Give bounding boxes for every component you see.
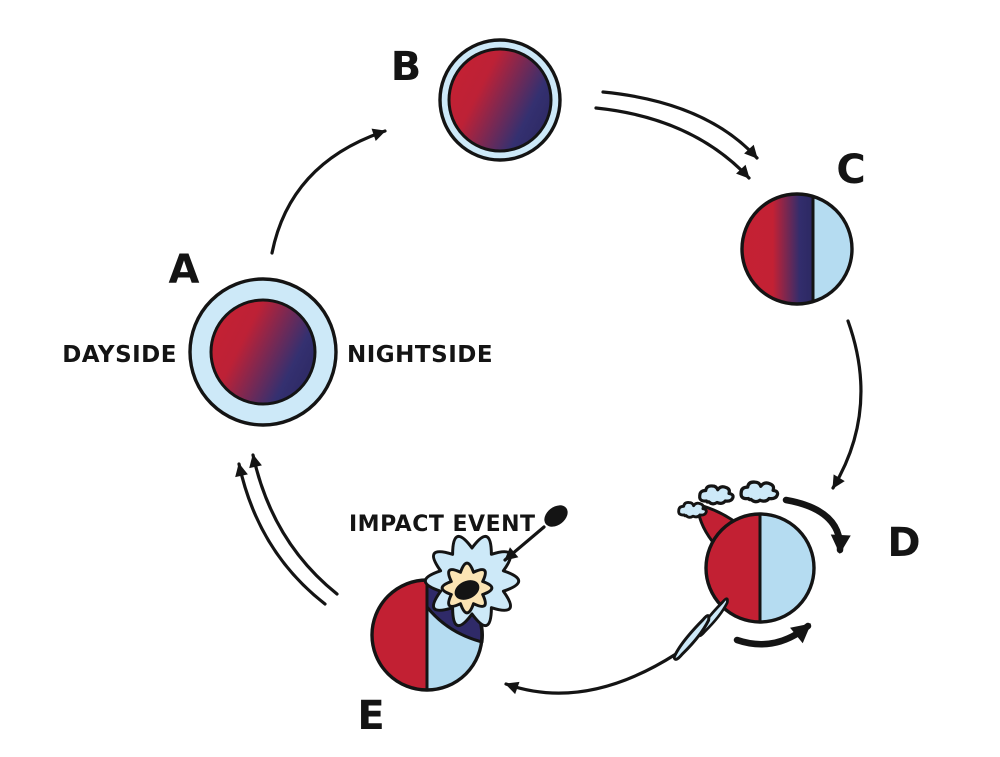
planet-outline <box>740 192 854 306</box>
planet-sphere <box>447 47 553 153</box>
dayside-hemisphere <box>742 194 813 304</box>
arrow-b-to-c-outer <box>601 90 759 160</box>
arrow-e-to-a-outer <box>235 462 327 606</box>
planet-sphere <box>209 298 317 406</box>
cloud-icon <box>698 484 735 506</box>
stage-b-planet <box>438 38 562 162</box>
stage-b-label: B <box>391 44 422 90</box>
impact-event-label: IMPACT EVENT <box>349 512 536 537</box>
impactor <box>503 505 568 562</box>
arrow-e-to-a-inner <box>249 453 339 596</box>
cloud-icon <box>739 480 780 504</box>
arrow-b-to-c-inner <box>594 106 751 180</box>
stage-c-planet <box>740 192 854 306</box>
arrow-c-to-d <box>831 319 863 490</box>
arrows-e-to-a <box>235 453 339 606</box>
dayside-label: DAYSIDE <box>62 342 177 368</box>
arrow-a-to-b <box>270 128 387 255</box>
impactor-trajectory-arrow <box>503 525 546 562</box>
dayside-hemisphere <box>372 580 427 690</box>
stage-a-planet <box>188 277 338 427</box>
planet-outline <box>704 512 816 624</box>
stage-d-label: D <box>887 520 920 566</box>
impact-crater <box>454 580 480 600</box>
cloud-icon <box>677 501 708 519</box>
nightside-label: NIGHTSIDE <box>347 342 493 368</box>
stage-a-label: A <box>169 247 200 293</box>
debris-streaks <box>665 596 736 662</box>
stage-d-planet <box>665 480 851 662</box>
arrows-b-to-c <box>594 90 759 180</box>
nightside-hemisphere <box>760 514 814 622</box>
rotation-arrow-top <box>782 496 851 554</box>
impactor-body-icon <box>544 505 568 527</box>
arrow-d-to-e <box>504 652 678 695</box>
vapor-clouds <box>677 480 780 519</box>
stage-e-label: E <box>357 693 384 739</box>
streak-icon <box>665 613 719 662</box>
stage-c-label: C <box>836 147 865 193</box>
rotation-arrow-bottom <box>733 622 812 648</box>
stage-e-planet <box>370 505 568 692</box>
